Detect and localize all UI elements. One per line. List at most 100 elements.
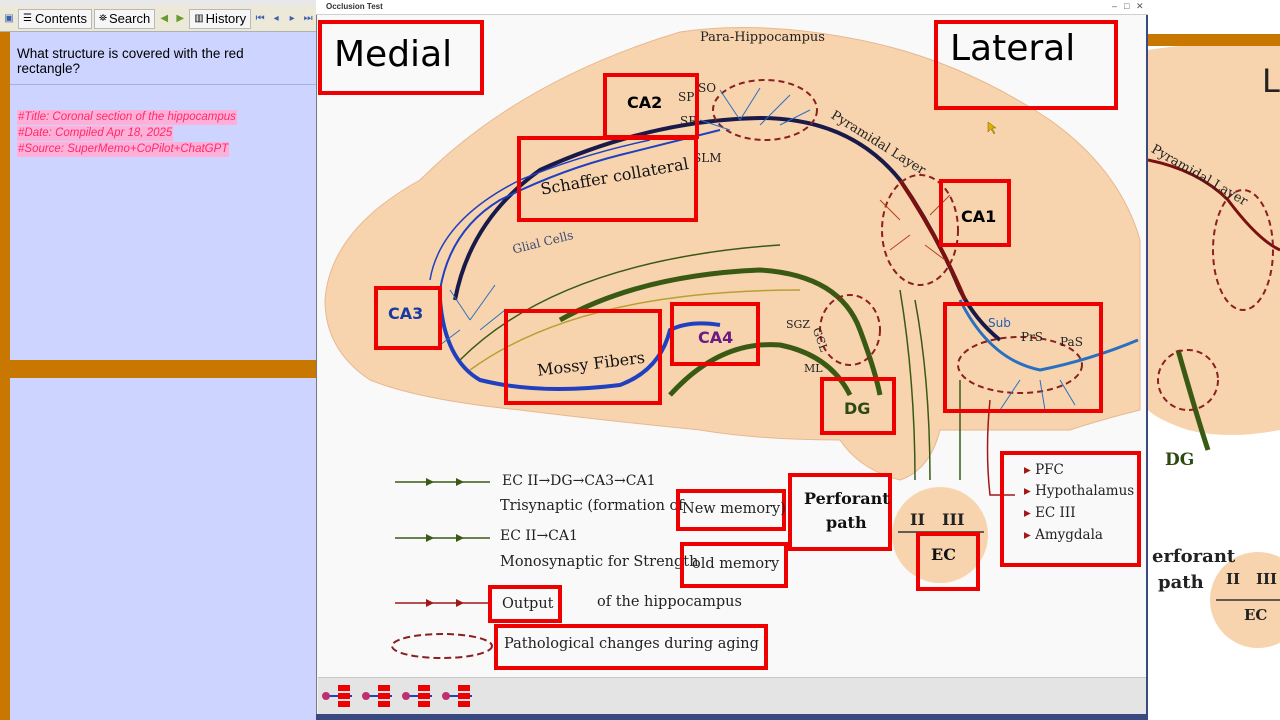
bg-iii-label: III xyxy=(1256,570,1278,588)
occlusion-box-ca3[interactable]: CA3 xyxy=(374,286,442,350)
ca2-label: CA2 xyxy=(627,93,663,112)
occlusion-thumb-icon xyxy=(362,685,392,707)
arrow-icon: ▸ xyxy=(1024,505,1031,521)
occlusion-box-ca2[interactable]: CA2 xyxy=(603,73,699,139)
folder-icon[interactable]: ▣ xyxy=(4,13,14,24)
meta-date: #Date: Compiled Apr 18, 2025 xyxy=(17,126,174,141)
occlusion-thumb-icon xyxy=(402,685,432,707)
background-image-copy xyxy=(1148,0,1280,720)
para-hippocampus-label: Para-Hippocampus xyxy=(700,30,825,45)
amygdala-label: ▸ Amygdala xyxy=(1024,527,1103,543)
bg-ec-label: EC xyxy=(1244,606,1268,624)
occlusion-box-ca1[interactable]: CA1 xyxy=(939,179,1011,247)
occlusion-box-mossy[interactable]: Mossy Fibers xyxy=(504,309,662,405)
occlusion-box-perforant[interactable]: Perforant path xyxy=(788,473,892,551)
occlusion-thumb-icon xyxy=(442,685,472,707)
pathological-label: Pathological changes during aging xyxy=(504,636,759,652)
slm-label: SLM xyxy=(693,151,722,165)
trisynaptic-desc-label: Trisynaptic (formation of xyxy=(500,498,684,514)
medial-label: Medial xyxy=(334,34,453,75)
trisynaptic-path-label: EC II→DG→CA3→CA1 xyxy=(502,473,656,489)
occlusion-thumbnail-2[interactable] xyxy=(360,679,398,713)
so-label: SO xyxy=(698,81,717,95)
sub-label: Sub xyxy=(988,316,1011,330)
pas-label: PaS xyxy=(1060,335,1083,349)
search-button[interactable]: ⛯ Search xyxy=(94,8,156,29)
ca1-label: CA1 xyxy=(961,207,997,226)
ec-ii-label: II xyxy=(910,510,925,529)
ca3-label: CA3 xyxy=(388,304,424,323)
occlusion-box-ec[interactable]: EC xyxy=(916,532,980,591)
prs-label: PrS xyxy=(1021,330,1044,344)
schaffer-label: Schaffer collateral xyxy=(539,153,690,199)
occlusion-box-old-memory[interactable]: old memory xyxy=(680,542,788,588)
contents-label: Contents xyxy=(34,11,88,26)
occlusion-thumbnail-3[interactable] xyxy=(400,679,438,713)
last-icon[interactable]: ⏭ xyxy=(303,13,313,24)
bg-ii-label: II xyxy=(1226,570,1241,588)
occlusion-box-medial[interactable]: Medial xyxy=(318,20,484,95)
old-memory-label: old memory xyxy=(692,556,780,572)
contents-icon: ☰ xyxy=(23,13,32,24)
occlusion-box-pathological[interactable]: Pathological changes during aging xyxy=(494,624,768,670)
close-icon[interactable]: ✕ xyxy=(1136,1,1144,11)
bg-path-label: path xyxy=(1158,572,1204,593)
prev-icon[interactable]: ◂ xyxy=(273,13,279,24)
history-label: History xyxy=(205,11,247,26)
hypothalamus-label: ▸ Hypothalamus xyxy=(1024,483,1135,499)
background-diagram xyxy=(1148,43,1280,648)
window-bottom-border xyxy=(316,714,1148,720)
monosynaptic-path-label: EC II→CA1 xyxy=(500,528,578,544)
arrow-icon: ▸ xyxy=(1024,483,1031,499)
question-panel[interactable] xyxy=(10,32,316,360)
occlusion-box-lateral[interactable]: Lateral xyxy=(934,20,1118,110)
hippocampus-diagram xyxy=(324,20,1146,659)
ml-label: ML xyxy=(804,362,823,375)
minimize-icon[interactable]: – xyxy=(1112,1,1118,11)
pfc-label: ▸ PFC xyxy=(1024,462,1064,478)
window-title: Occlusion Test xyxy=(326,2,383,11)
forward-arrow-icon[interactable]: ▶ xyxy=(176,13,185,24)
occlusion-box-new-memory[interactable]: New memory) xyxy=(676,489,786,531)
occlusion-thumb-icon xyxy=(322,685,352,707)
occlusion-box-schaffer[interactable]: Schaffer collateral xyxy=(517,136,698,222)
arrow-icon: ▸ xyxy=(1024,527,1031,543)
occlusion-thumbnail-4[interactable] xyxy=(440,679,478,713)
occlusion-box-outputs[interactable] xyxy=(1000,451,1141,567)
monosynaptic-desc-label: Monosynaptic for Strength xyxy=(500,554,699,570)
answer-panel[interactable] xyxy=(10,378,316,720)
perforant-label: Perforant xyxy=(804,489,890,508)
menu-bar[interactable] xyxy=(0,0,318,6)
frame-border xyxy=(1148,34,1280,46)
arrow-icon: ▸ xyxy=(1024,462,1031,478)
next-icon[interactable]: ▸ xyxy=(289,13,295,24)
ec-label: EC xyxy=(931,545,956,564)
occlusion-box-ca4[interactable]: CA4 xyxy=(670,302,760,366)
dg-label: DG xyxy=(844,399,871,418)
bg-lateral-label: L xyxy=(1262,62,1280,100)
separator xyxy=(10,84,316,85)
mossy-fibers-label: Mossy Fibers xyxy=(536,347,646,380)
meta-source: #Source: SuperMemo+CoPilot+ChatGPT xyxy=(17,142,230,157)
window-title-bar[interactable]: Occlusion Test – □ ✕ xyxy=(316,0,1148,15)
maximize-icon[interactable]: □ xyxy=(1124,1,1130,11)
ec-iii-label: III xyxy=(942,510,965,529)
occlusion-box-output[interactable]: Output xyxy=(488,585,562,623)
occlusion-box-dg[interactable]: DG xyxy=(820,377,896,435)
bg-dg-label: DG xyxy=(1165,450,1195,470)
back-arrow-icon[interactable]: ◀ xyxy=(160,13,169,24)
meta-title: #Title: Coronal section of the hippocamp… xyxy=(17,110,237,125)
sgz-label: SGZ xyxy=(786,318,810,331)
output-label: Output xyxy=(502,596,554,612)
contents-button[interactable]: ☰ Contents xyxy=(18,8,93,29)
history-button[interactable]: ▥ History xyxy=(189,8,252,29)
output-desc-label: of the hippocampus xyxy=(597,594,742,610)
first-icon[interactable]: ⏮ xyxy=(255,13,265,24)
search-label: Search xyxy=(109,11,151,26)
ec-iii-target-label: ▸ EC III xyxy=(1024,505,1076,521)
path-label: path xyxy=(826,513,867,532)
occlusion-thumbnail-1[interactable] xyxy=(320,679,358,713)
question-text: What structure is covered with the red r… xyxy=(17,46,244,76)
sp-label: SP xyxy=(678,90,695,104)
occlusion-box-subiculum[interactable] xyxy=(943,302,1103,413)
